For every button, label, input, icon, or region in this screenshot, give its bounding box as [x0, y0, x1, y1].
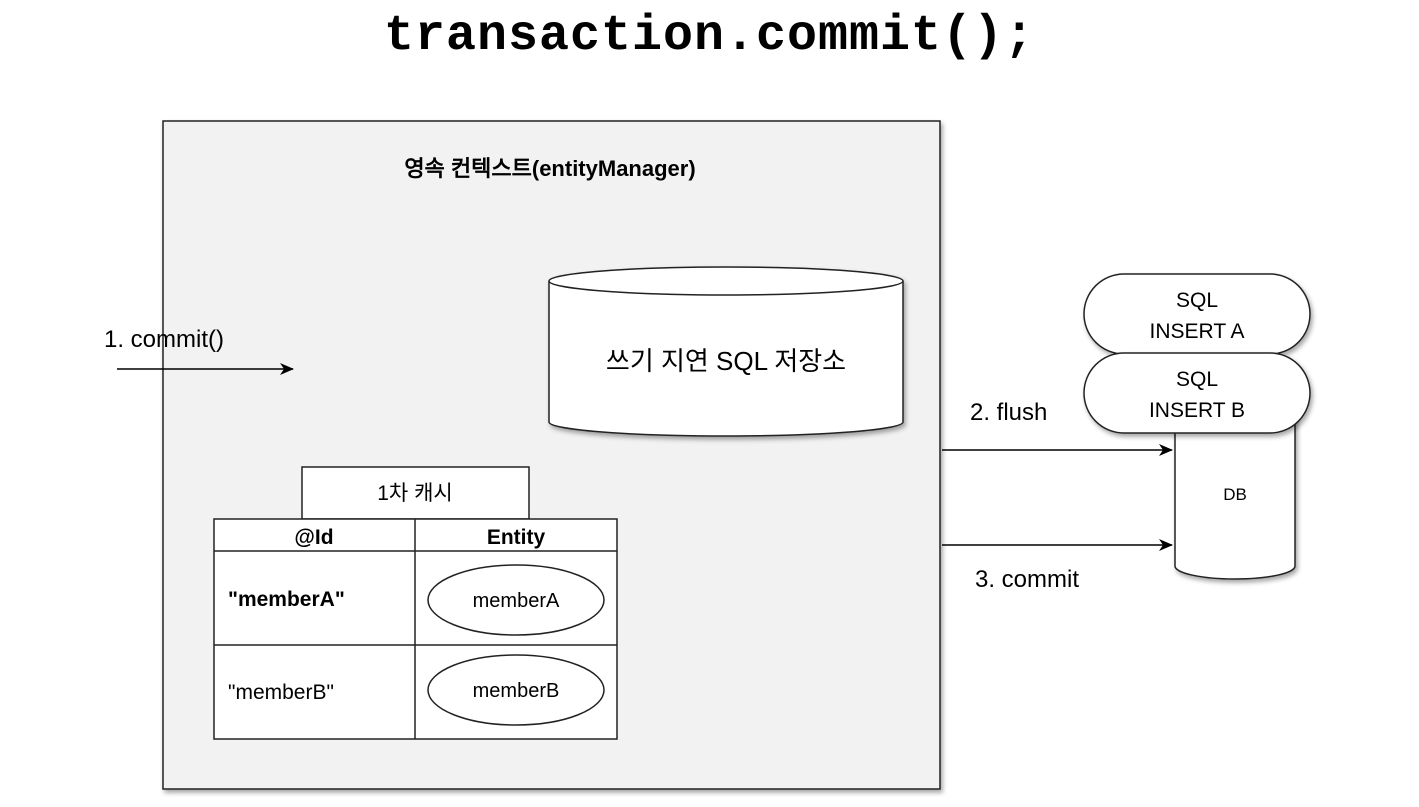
sql-a-line1: SQL	[1176, 289, 1218, 312]
cache-row-id: "memberB"	[228, 681, 334, 704]
flush-label: 2. flush	[970, 399, 1047, 426]
entity-ellipse	[427, 564, 605, 636]
page-title: transaction.commit();	[383, 8, 1036, 65]
sql-insert-b: SQL INSERT B	[1083, 352, 1311, 434]
sql-a-line2: INSERT A	[1150, 320, 1245, 343]
sql-insert-a: SQL INSERT A	[1083, 273, 1311, 355]
cache-header-id: @Id	[294, 526, 333, 549]
cache-row-id: "memberA"	[228, 588, 345, 611]
cache-row-entity: memberB	[473, 680, 560, 702]
db-label: DB	[1223, 485, 1247, 504]
first-level-cache: 1차 캐시 @Id Entity "memberA" memberA "memb…	[213, 466, 618, 740]
table-row: "memberA" memberA	[228, 564, 605, 636]
table-row: "memberB" memberB	[228, 654, 605, 726]
cache-header-entity: Entity	[487, 526, 546, 549]
cache-label: 1차 캐시	[377, 482, 452, 505]
persistence-context-label: 영속 컨텍스트(entityManager)	[404, 156, 695, 181]
commit-label: 3. commit	[975, 566, 1079, 593]
commit-call-label: 1. commit()	[104, 326, 224, 353]
cache-row-entity: memberA	[473, 590, 560, 612]
sql-b-line1: SQL	[1176, 368, 1218, 391]
write-store-cylinder	[548, 266, 904, 437]
db-cylinder	[1174, 399, 1296, 580]
entity-ellipse	[427, 654, 605, 726]
write-store-label: 쓰기 지연 SQL 저장소	[606, 346, 846, 376]
sql-b-line2: INSERT B	[1149, 399, 1245, 422]
